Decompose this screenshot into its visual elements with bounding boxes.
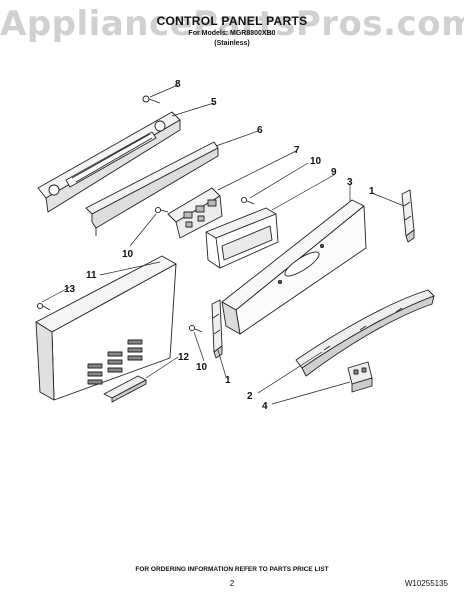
part-9-window-bracket bbox=[205, 207, 279, 269]
page-title: CONTROL PANEL PARTS bbox=[156, 14, 308, 28]
callout-12: 12 bbox=[178, 352, 190, 363]
part-4-clip bbox=[347, 361, 373, 393]
part-5-vent-trim bbox=[37, 111, 181, 213]
part-10-screw-c bbox=[188, 324, 203, 333]
callout-13: 13 bbox=[64, 284, 76, 295]
document-number: W10255135 bbox=[404, 579, 448, 588]
callout-1-top: 1 bbox=[369, 186, 375, 197]
part-2-handle-bar bbox=[295, 289, 435, 377]
vent-slots bbox=[87, 339, 143, 385]
callout-labels: 8 5 6 7 10 9 3 1 10 11 13 12 10 1 2 4 bbox=[64, 79, 375, 412]
callout-3: 3 bbox=[347, 177, 353, 188]
part-1-end-cap-left bbox=[211, 299, 223, 359]
callout-11: 11 bbox=[86, 270, 97, 281]
callout-6: 6 bbox=[257, 125, 263, 136]
ordering-note: FOR ORDERING INFORMATION REFER TO PARTS … bbox=[135, 566, 329, 573]
callout-8: 8 bbox=[175, 79, 181, 90]
watermark-logo: AppliancePartsPros.com bbox=[0, 4, 464, 44]
variant-line: (Stainless) bbox=[214, 40, 250, 47]
model-line: For Models: MGR8800XB0 bbox=[188, 30, 276, 37]
part-11-cover-panel bbox=[35, 255, 177, 401]
callout-10-top: 10 bbox=[310, 156, 322, 167]
callout-4: 4 bbox=[262, 401, 268, 412]
callout-10-low: 10 bbox=[196, 362, 208, 373]
callout-2: 2 bbox=[247, 391, 253, 402]
part-12-trim-piece bbox=[103, 375, 147, 403]
callout-9: 9 bbox=[331, 167, 337, 178]
part-6-trim-strip bbox=[85, 141, 219, 236]
callout-1-low: 1 bbox=[225, 375, 231, 386]
callout-7: 7 bbox=[294, 145, 300, 156]
part-7-control-board bbox=[167, 187, 223, 239]
part-10-screw-a bbox=[154, 206, 169, 214]
leader-lines bbox=[41, 84, 405, 405]
page-number: 2 bbox=[229, 579, 235, 588]
callout-10-mid: 10 bbox=[122, 249, 134, 260]
part-8-screw bbox=[142, 95, 161, 104]
part-3-control-panel bbox=[221, 199, 367, 335]
part-1-end-cap-right bbox=[401, 189, 415, 243]
part-10-screw-b bbox=[240, 196, 255, 205]
callout-5: 5 bbox=[211, 97, 217, 108]
part-13-screw bbox=[36, 302, 51, 311]
